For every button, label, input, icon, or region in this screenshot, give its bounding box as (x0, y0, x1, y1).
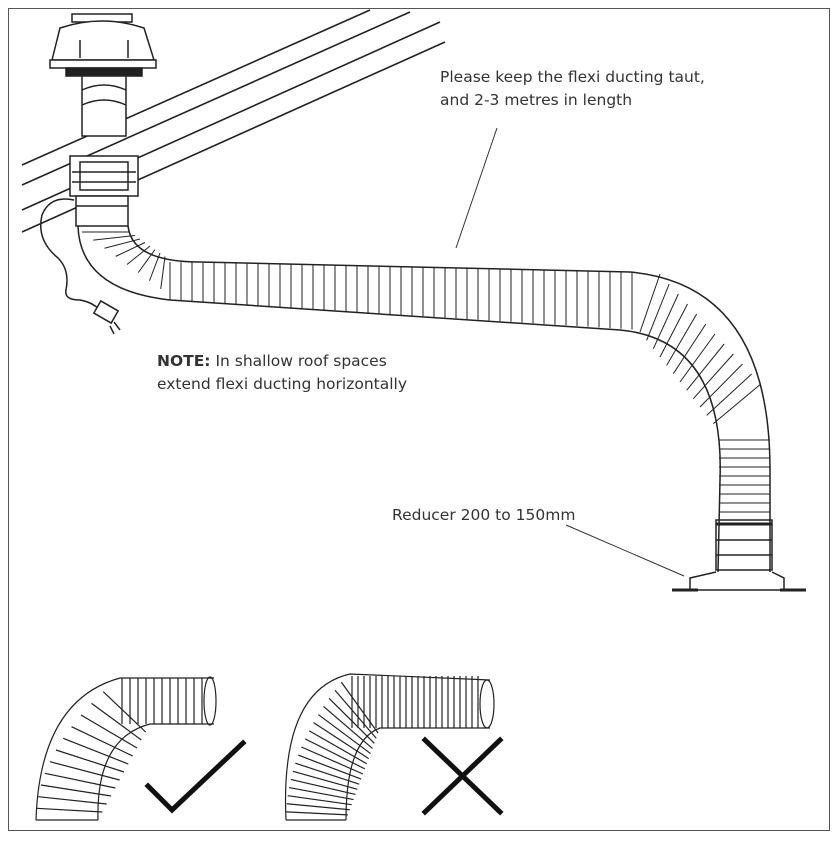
check-mark-icon (144, 739, 247, 814)
roof-fan-icon (49, 13, 157, 227)
note-line-1: NOTE: In shallow roof spaces (157, 350, 407, 373)
note-prefix: NOTE: (157, 352, 211, 370)
correct-duct-example (35, 676, 217, 821)
duct-ribs (82, 231, 770, 513)
correct-duct-ribs (36, 678, 203, 821)
incorrect-duct-ribs (286, 676, 479, 821)
note-line-2: extend flexi ducting horizontally (157, 375, 408, 393)
note-line-1-text: In shallow roof spaces (210, 352, 387, 370)
reducer (672, 519, 806, 592)
leader-lines (455, 127, 685, 577)
main-flexi-duct (77, 225, 771, 573)
taut-line-1: Please keep the flexi ducting taut, (440, 68, 705, 86)
taut-instruction: Please keep the flexi ducting taut, and … (440, 66, 705, 112)
cross-mark-icon (421, 736, 504, 816)
taut-line-2: and 2-3 metres in length (440, 91, 633, 109)
diagram-frame (8, 8, 830, 831)
incorrect-duct-example (284, 673, 495, 821)
shallow-roof-note: NOTE: In shallow roof spaces extend flex… (157, 350, 407, 396)
reducer-label: Reducer 200 to 150mm (392, 506, 576, 524)
power-plug-icon (40, 198, 121, 335)
